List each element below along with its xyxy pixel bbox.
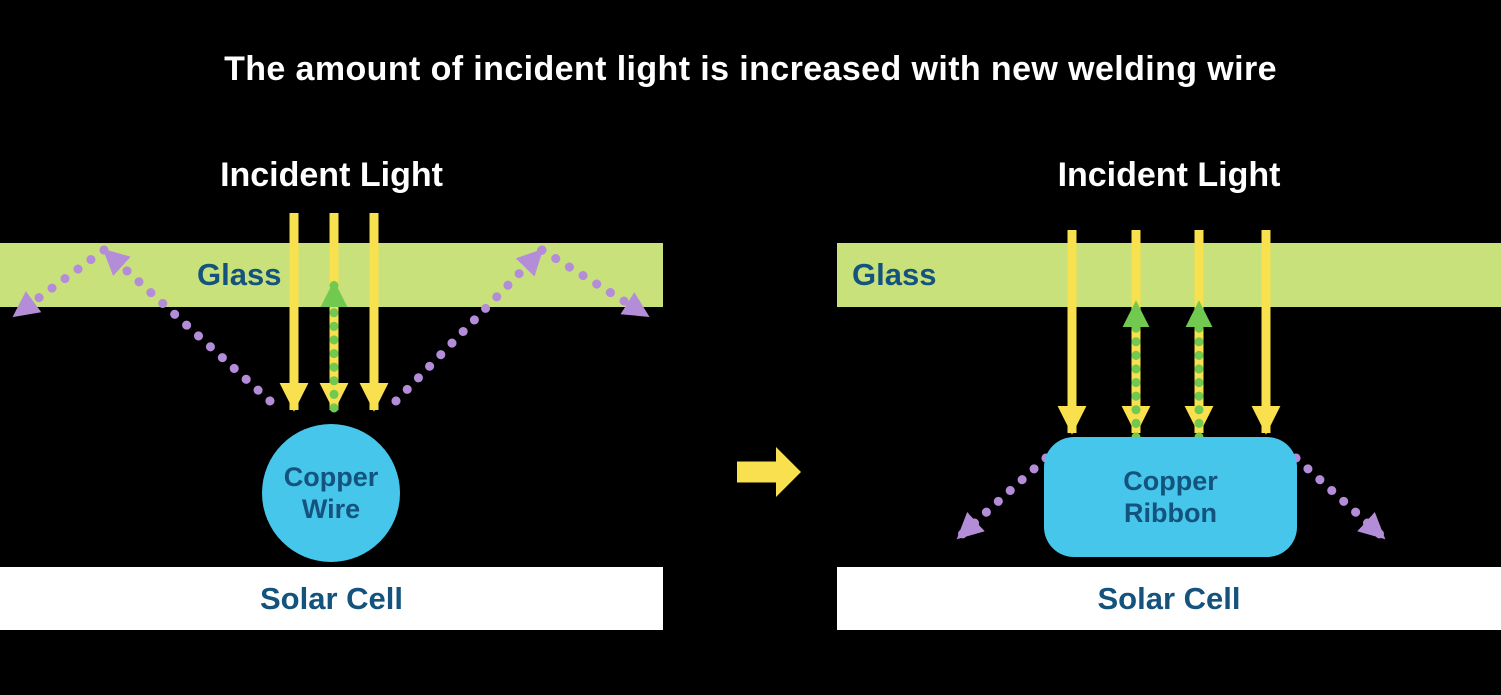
scattered-ray-right-1 xyxy=(953,453,1051,543)
glass-bar-left: Glass xyxy=(0,243,663,307)
glass-label-left: Glass xyxy=(197,257,282,292)
solar-cell-bar-left: Solar Cell xyxy=(0,567,663,630)
solar-cell-label-right: Solar Cell xyxy=(1097,580,1241,616)
incident-light-label-left: Incident Light xyxy=(220,156,443,194)
glass-bar-right: Glass xyxy=(837,243,1501,307)
solar-cell-bar-right: Solar Cell xyxy=(837,567,1501,630)
copper-wire-circle: Copper Wire xyxy=(262,424,400,562)
incident-light-label-right: Incident Light xyxy=(1057,156,1281,194)
copper-ribbon-label-line1: Copper xyxy=(1123,465,1218,496)
solar-cell-label-left: Solar Cell xyxy=(260,580,403,616)
glass-label-right: Glass xyxy=(852,257,937,292)
copper-ribbon-rect: Copper Ribbon xyxy=(1044,437,1297,557)
diagram-title: The amount of incident light is increase… xyxy=(224,50,1277,88)
copper-wire-label-line1: Copper xyxy=(283,461,379,492)
transition-arrow xyxy=(737,447,801,497)
scattered-ray-right-2 xyxy=(1291,453,1389,543)
copper-wire-label-line2: Wire xyxy=(301,494,361,524)
copper-ribbon-label-line2: Ribbon xyxy=(1124,498,1217,528)
